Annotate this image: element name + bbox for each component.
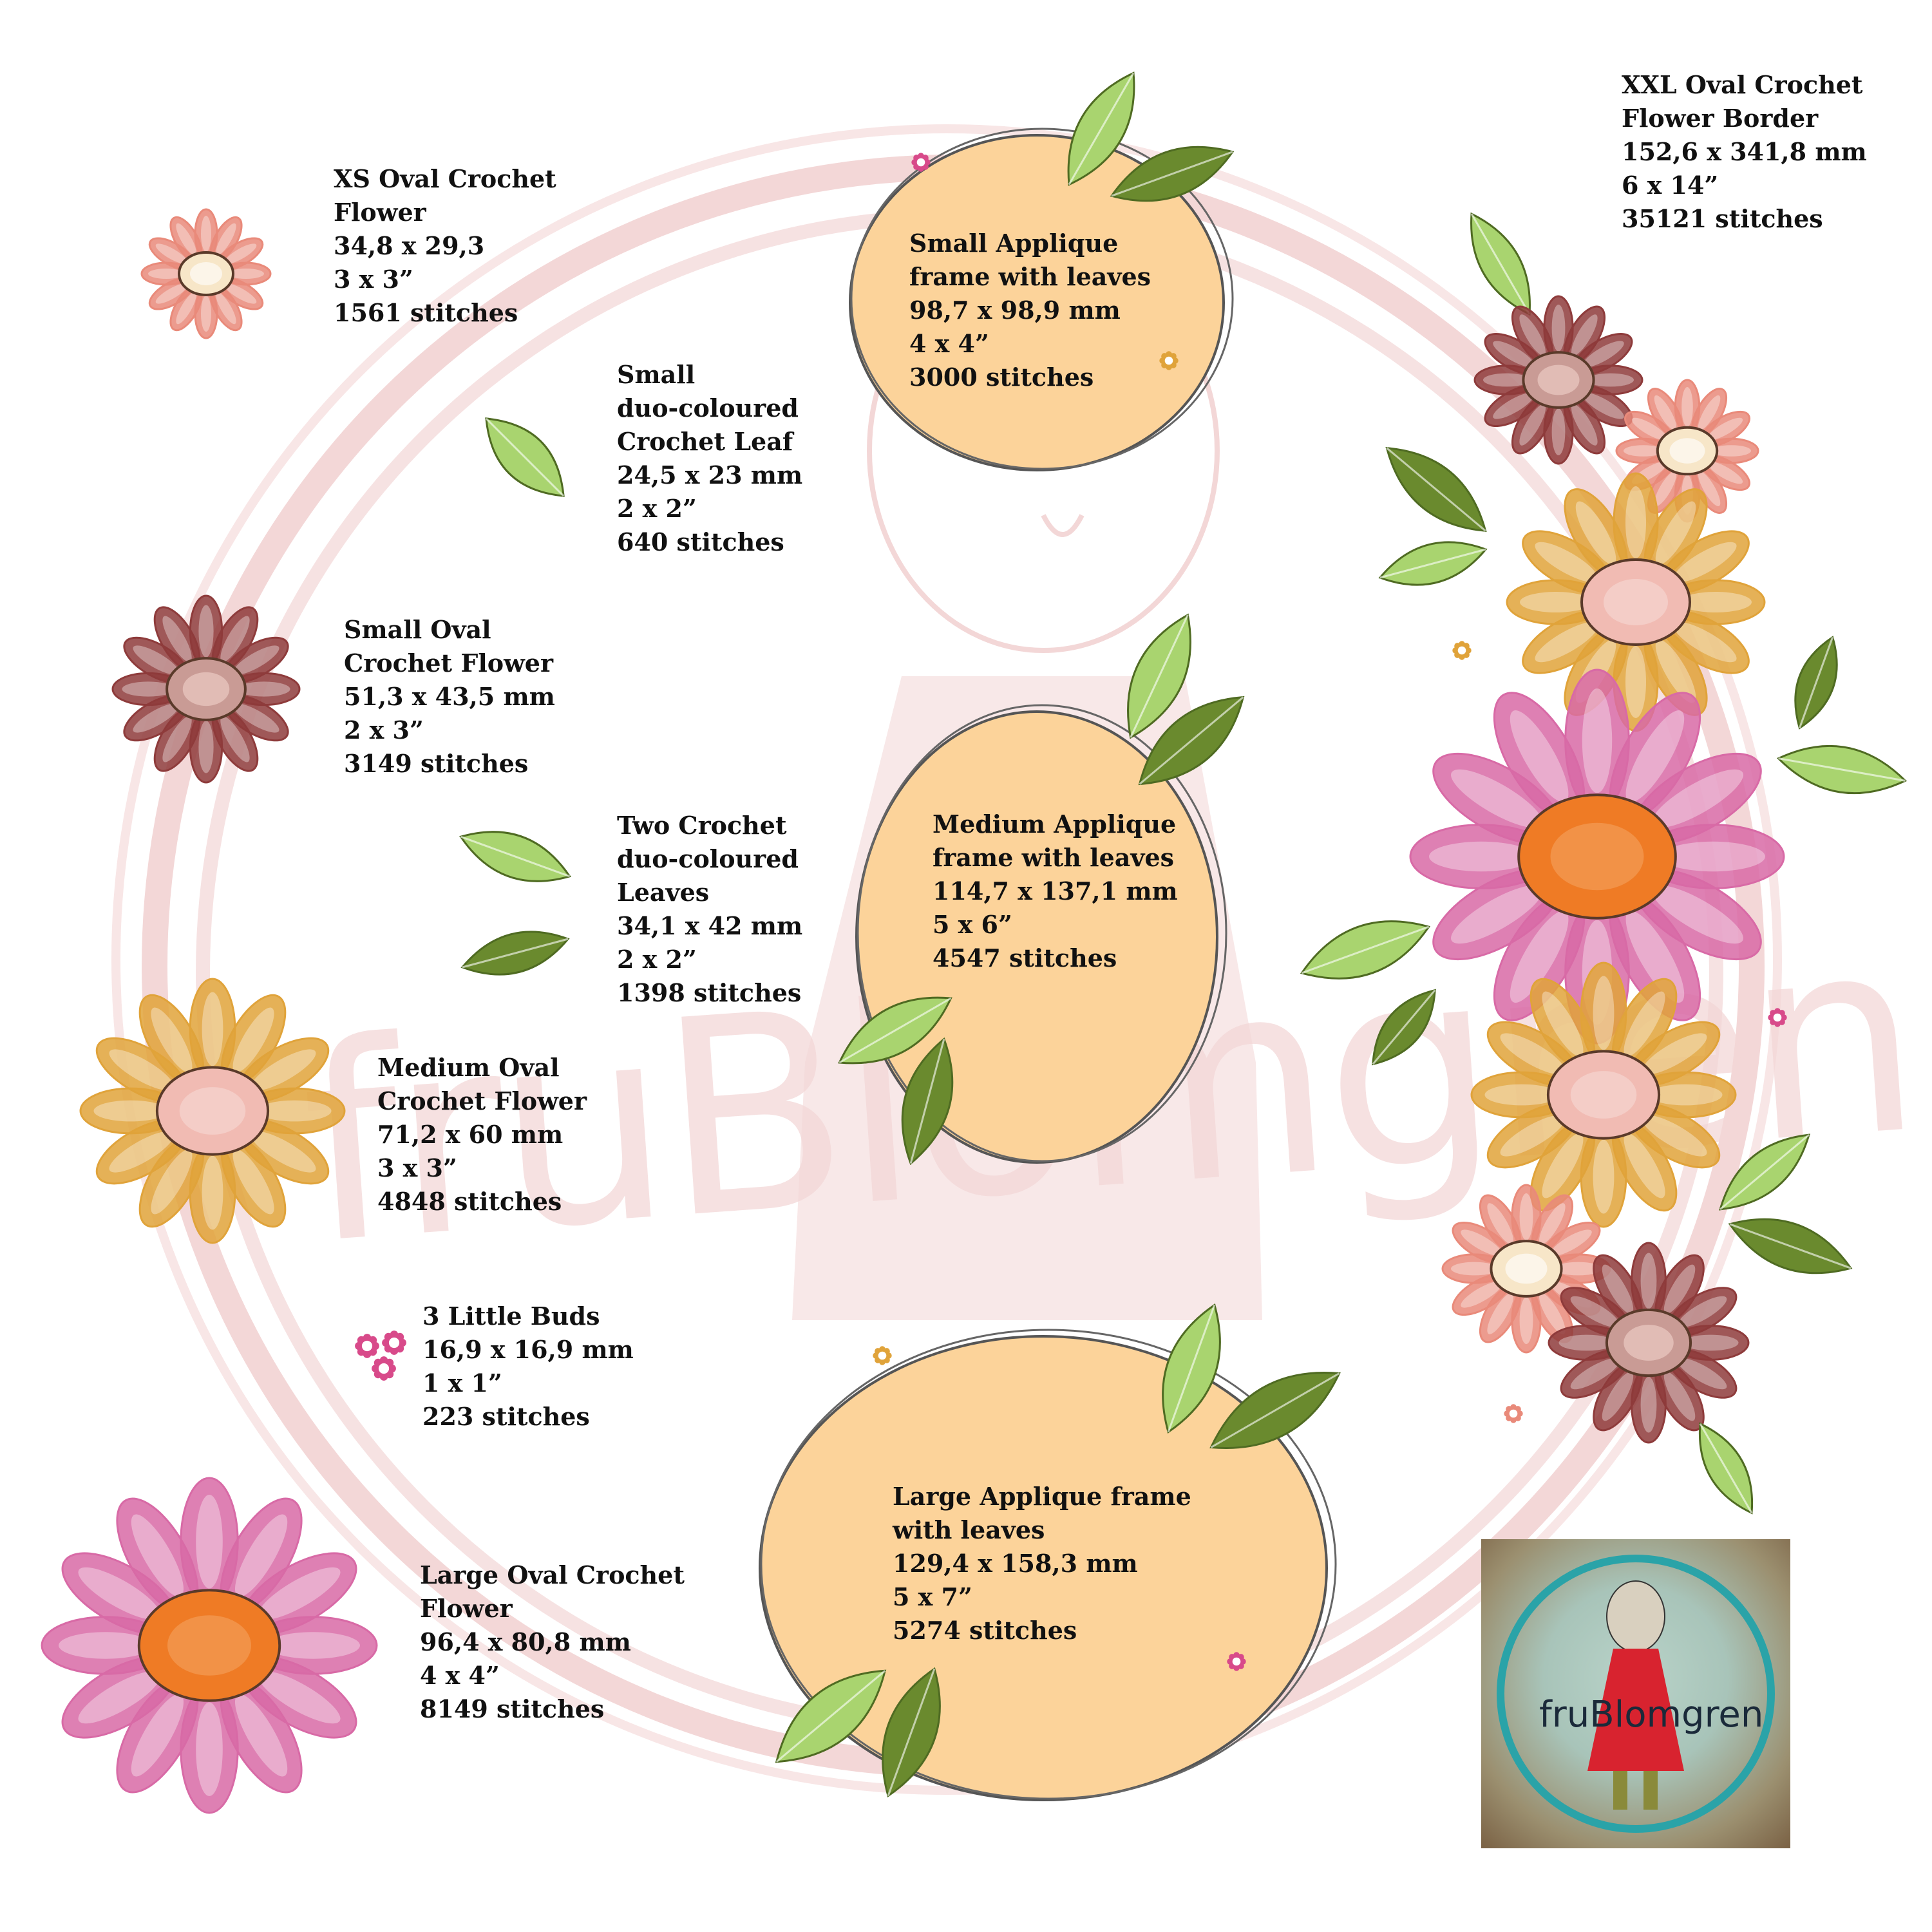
border-leaf-9 — [1728, 1218, 1853, 1274]
small-frame-bud-1 — [911, 153, 931, 172]
medium-flower — [79, 978, 346, 1244]
large-frame-leaf-3 — [775, 1669, 887, 1763]
large-frame-bud-2 — [1227, 1652, 1246, 1671]
border-flower-pink — [1409, 668, 1785, 1045]
border-flower-maroon-2 — [1548, 1242, 1750, 1444]
bud-3 — [372, 1356, 396, 1381]
border-leaf-7 — [1372, 989, 1436, 1066]
bud-1 — [355, 1334, 379, 1358]
border-flower-salmon-2 — [1441, 1184, 1611, 1354]
medium-frame-leaf-4 — [901, 1037, 954, 1166]
border-leaf-10 — [1698, 1422, 1754, 1515]
large-frame-leaf-1 — [1162, 1303, 1221, 1434]
medium-frame-leaf-2 — [1138, 696, 1245, 786]
two-leaves-top — [459, 831, 571, 882]
large-frame-bud-1 — [873, 1346, 892, 1365]
border-flower-gold-1 — [1506, 472, 1766, 732]
border-flower-maroon-1 — [1473, 295, 1643, 465]
two-leaves-bottom — [460, 931, 570, 976]
bud-2 — [382, 1331, 406, 1355]
xs-flower — [140, 208, 272, 339]
border-bud-2 — [1768, 1008, 1787, 1027]
medium-frame-leaf-3 — [838, 996, 952, 1065]
small-flower — [111, 594, 301, 784]
border-leaf-1 — [1470, 212, 1531, 316]
border-leaf-5 — [1776, 744, 1908, 795]
brand-logo: fruBlomgren — [1481, 1539, 1790, 1848]
large-frame-leaf-2 — [1209, 1372, 1341, 1449]
small-frame-bud-2 — [1159, 351, 1179, 370]
small-leaf — [485, 417, 565, 497]
border-leaf-8 — [1718, 1133, 1811, 1211]
large-frame-leaf-4 — [882, 1667, 941, 1798]
border-leaf-3 — [1378, 541, 1488, 586]
border-leaf-2 — [1385, 447, 1487, 532]
small-frame-leaf-1 — [1067, 71, 1135, 186]
logo-text: fruBlomgren — [1539, 1694, 1764, 1736]
border-leaf-4 — [1794, 636, 1838, 730]
medium-frame-leaf-1 — [1127, 613, 1191, 739]
border-leaf-6 — [1300, 920, 1431, 980]
border-flower-gold-2 — [1470, 961, 1737, 1228]
small-frame-leaf-2 — [1110, 146, 1235, 202]
small-frame — [849, 128, 1234, 471]
large-flower — [41, 1477, 378, 1814]
border-bud-3 — [1504, 1404, 1523, 1423]
border-flower-salmon-1 — [1615, 379, 1759, 523]
large-frame — [759, 1329, 1337, 1801]
border-bud-1 — [1452, 641, 1472, 660]
logo-graphic — [1497, 1555, 1775, 1833]
